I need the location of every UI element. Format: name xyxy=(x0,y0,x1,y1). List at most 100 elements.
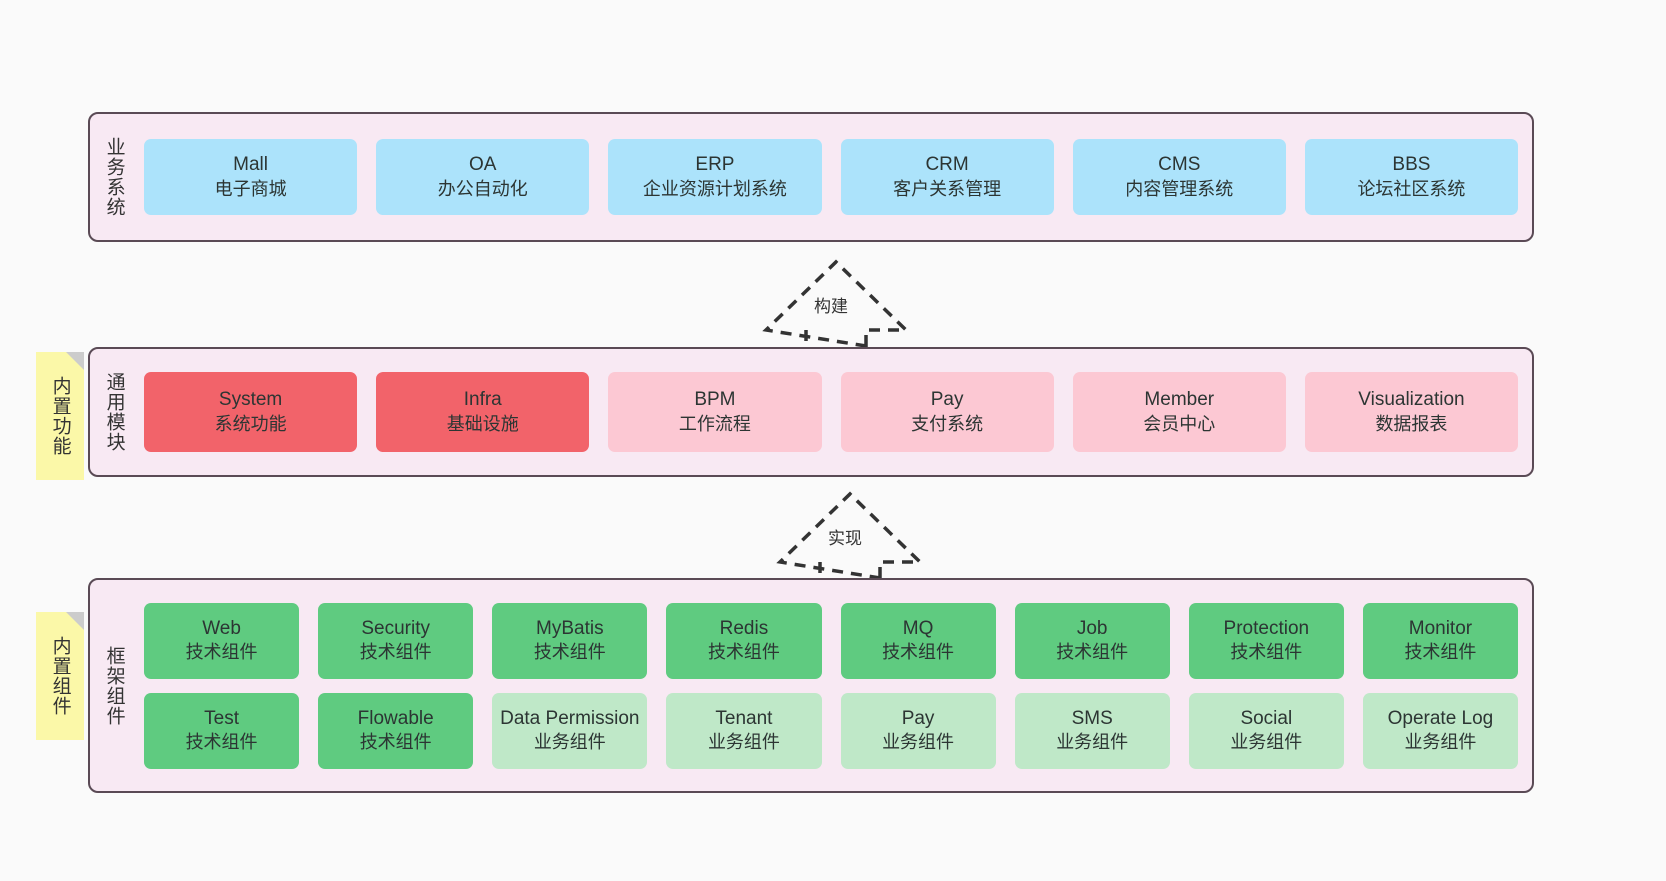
card-subtitle: 企业资源计划系统 xyxy=(642,178,787,199)
card-title: Flowable xyxy=(357,707,434,729)
card-mq[interactable]: MQ 技术组件 xyxy=(840,602,996,679)
card-subtitle: 业务组件 xyxy=(533,732,606,753)
card-subtitle: 技术组件 xyxy=(1056,642,1129,663)
card-sms[interactable]: SMS 业务组件 xyxy=(1014,692,1170,769)
card-title: CRM xyxy=(925,154,969,176)
card-title: Protection xyxy=(1223,617,1310,639)
card-operate-log[interactable]: Operate Log 业务组件 xyxy=(1362,692,1518,769)
card-subtitle: 技术组件 xyxy=(1230,642,1303,663)
note-fold-corner-icon xyxy=(66,352,84,370)
note-fold-corner-icon xyxy=(66,612,84,630)
card-title: System xyxy=(218,389,283,411)
layer-title-common-modules: 通用模块 xyxy=(103,372,125,452)
card-cms[interactable]: CMS 内容管理系统 xyxy=(1072,139,1286,215)
card-subtitle: 基础设施 xyxy=(446,413,519,434)
card-subtitle: 技术组件 xyxy=(185,642,258,663)
card-subtitle: 会员中心 xyxy=(1143,413,1216,434)
card-title: Tenant xyxy=(715,707,773,729)
layer-body-common-modules: System 系统功能 Infra 基础设施 BPM 工作流程 Pay 支付系统… xyxy=(138,349,1532,475)
card-title: Data Permission xyxy=(500,707,640,729)
note-label: 内置功能 xyxy=(49,376,71,456)
card-subtitle: 业务组件 xyxy=(1056,732,1129,753)
card-subtitle: 技术组件 xyxy=(533,642,606,663)
card-subtitle: 数据报表 xyxy=(1375,413,1448,434)
card-title: OA xyxy=(469,154,497,176)
card-monitor[interactable]: Monitor 技术组件 xyxy=(1362,602,1518,679)
card-row: System 系统功能 Infra 基础设施 BPM 工作流程 Pay 支付系统… xyxy=(144,372,1519,452)
connector-build-arrow xyxy=(762,259,911,349)
card-pay-module[interactable]: Pay 支付系统 xyxy=(840,372,1054,452)
card-erp[interactable]: ERP 企业资源计划系统 xyxy=(608,139,822,215)
card-subtitle: 业务组件 xyxy=(707,732,780,753)
card-title: Infra xyxy=(463,389,502,411)
card-subtitle: 系统功能 xyxy=(214,413,287,434)
card-subtitle: 技术组件 xyxy=(359,642,432,663)
note-builtin-components: 内置组件 xyxy=(36,612,84,740)
card-subtitle: 内容管理系统 xyxy=(1125,178,1234,199)
card-title: Web xyxy=(202,617,241,639)
layer-business-systems: 业务系统 Mall 电子商城 OA 办公自动化 ERP 企业资源计划系统 CRM… xyxy=(88,112,1534,242)
card-subtitle: 技术组件 xyxy=(359,732,432,753)
card-title: Pay xyxy=(901,707,935,729)
card-member[interactable]: Member 会员中心 xyxy=(1072,372,1286,452)
card-security[interactable]: Security 技术组件 xyxy=(318,602,474,679)
card-tenant[interactable]: Tenant 业务组件 xyxy=(666,692,822,769)
connector-implement-arrow xyxy=(776,491,925,581)
card-subtitle: 技术组件 xyxy=(882,642,955,663)
card-pay-component[interactable]: Pay 业务组件 xyxy=(840,692,996,769)
card-subtitle: 客户关系管理 xyxy=(893,178,1002,199)
card-title: Security xyxy=(361,617,430,639)
card-subtitle: 论坛社区系统 xyxy=(1357,178,1466,199)
layer-title-framework-components: 框架组件 xyxy=(103,645,125,726)
card-oa[interactable]: OA 办公自动化 xyxy=(376,139,590,215)
card-subtitle: 工作流程 xyxy=(678,413,751,434)
card-flowable[interactable]: Flowable 技术组件 xyxy=(318,692,474,769)
card-title: Social xyxy=(1240,707,1293,729)
card-title: Pay xyxy=(930,389,964,411)
card-data-permission[interactable]: Data Permission 业务组件 xyxy=(492,692,648,769)
note-builtin-features: 内置功能 xyxy=(36,352,84,480)
layer-body-business-systems: Mall 电子商城 OA 办公自动化 ERP 企业资源计划系统 CRM 客户关系… xyxy=(138,114,1532,240)
card-subtitle: 业务组件 xyxy=(1404,732,1477,753)
card-title: SMS xyxy=(1071,707,1113,729)
card-title: Mall xyxy=(233,154,268,176)
card-subtitle: 业务组件 xyxy=(1230,732,1303,753)
card-infra[interactable]: Infra 基础设施 xyxy=(376,372,590,452)
card-title: MQ xyxy=(902,617,934,639)
card-subtitle: 电子商城 xyxy=(214,178,287,199)
card-social[interactable]: Social 业务组件 xyxy=(1188,692,1344,769)
card-mybatis[interactable]: MyBatis 技术组件 xyxy=(492,602,648,679)
card-row: Mall 电子商城 OA 办公自动化 ERP 企业资源计划系统 CRM 客户关系… xyxy=(144,139,1519,215)
card-system[interactable]: System 系统功能 xyxy=(144,372,358,452)
card-visualization[interactable]: Visualization 数据报表 xyxy=(1304,372,1519,452)
card-bpm[interactable]: BPM 工作流程 xyxy=(608,372,822,452)
card-subtitle: 支付系统 xyxy=(911,413,984,434)
card-title: Operate Log xyxy=(1387,707,1494,729)
card-title: Monitor xyxy=(1408,617,1473,639)
card-redis[interactable]: Redis 技术组件 xyxy=(666,602,822,679)
card-title: ERP xyxy=(695,154,735,176)
card-title: Test xyxy=(204,707,239,729)
card-title: BBS xyxy=(1392,154,1431,176)
card-crm[interactable]: CRM 客户关系管理 xyxy=(840,139,1054,215)
card-mall[interactable]: Mall 电子商城 xyxy=(144,139,358,215)
card-protection[interactable]: Protection 技术组件 xyxy=(1188,602,1344,679)
card-job[interactable]: Job 技术组件 xyxy=(1014,602,1170,679)
card-row: Web 技术组件 Security 技术组件 MyBatis 技术组件 Redi… xyxy=(144,602,1518,679)
card-subtitle: 办公自动化 xyxy=(437,178,528,199)
layer-framework-components: 框架组件 Web 技术组件 Security 技术组件 MyBatis 技术组件… xyxy=(88,578,1534,793)
card-web[interactable]: Web 技术组件 xyxy=(144,602,300,679)
card-title: MyBatis xyxy=(536,617,604,639)
layer-title-business-systems: 业务系统 xyxy=(103,137,125,217)
card-subtitle: 技术组件 xyxy=(707,642,780,663)
card-title: Visualization xyxy=(1358,389,1465,411)
card-title: Redis xyxy=(719,617,769,639)
card-test[interactable]: Test 技术组件 xyxy=(144,692,300,769)
card-title: BPM xyxy=(694,389,736,411)
layer-common-modules: 通用模块 System 系统功能 Infra 基础设施 BPM 工作流程 Pay… xyxy=(88,347,1534,477)
card-title: CMS xyxy=(1158,154,1201,176)
card-subtitle: 技术组件 xyxy=(1404,642,1477,663)
note-label: 内置组件 xyxy=(49,636,71,716)
card-bbs[interactable]: BBS 论坛社区系统 xyxy=(1304,139,1519,215)
